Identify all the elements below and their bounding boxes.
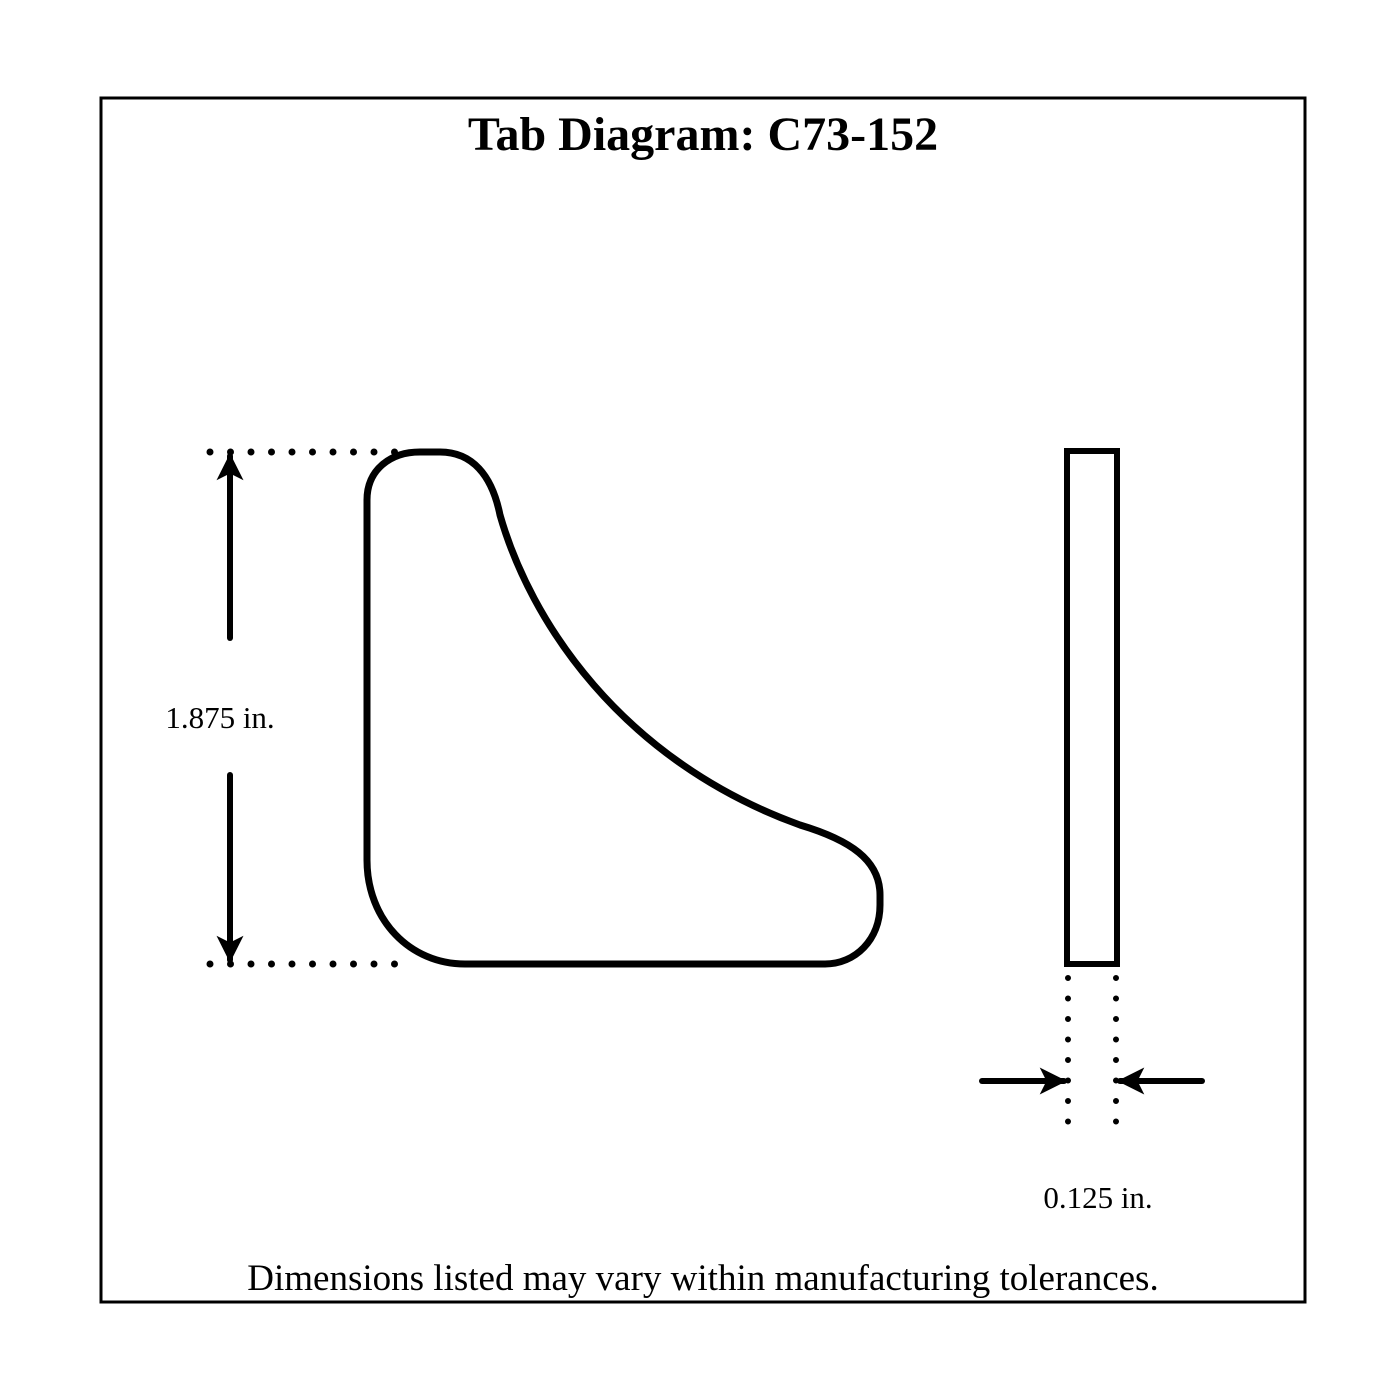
- diagram-title: Tab Diagram: C73-152: [468, 108, 938, 161]
- tab-profile-outline: [363, 448, 884, 968]
- thickness-dimension-label: 0.125 in.: [1043, 1180, 1152, 1215]
- diagram-border: [99, 96, 1307, 1304]
- tolerance-footer-note: Dimensions listed may vary within manufa…: [247, 1258, 1158, 1299]
- tab-side-view: [1064, 448, 1120, 967]
- height-dimension-label: 1.875 in.: [165, 700, 274, 735]
